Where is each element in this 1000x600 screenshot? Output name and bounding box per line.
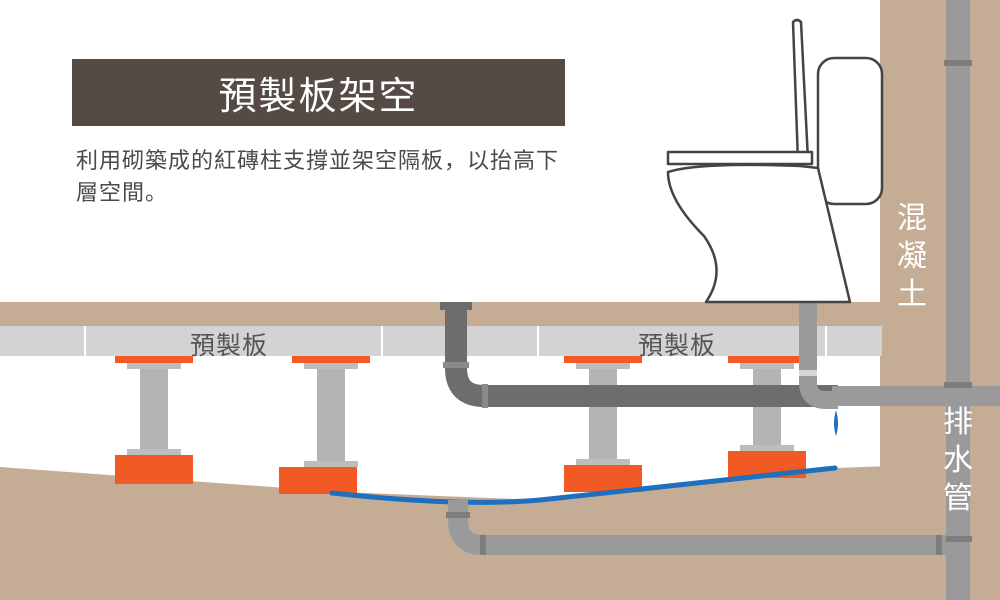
concrete-label: 混 凝 土 — [892, 200, 932, 314]
drain-pipe-label-char-1: 排 — [943, 405, 973, 440]
drain-pipe-label: 排 水 管 — [938, 404, 978, 518]
toilet-icon — [666, 18, 884, 304]
support-column-3 — [564, 356, 642, 492]
support-column-4 — [728, 356, 806, 478]
precast-slab — [0, 326, 882, 356]
slab-label-right: 預製板 — [638, 331, 717, 360]
concrete-label-char-1: 混 — [897, 201, 927, 236]
concrete-label-char-2: 凝 — [897, 239, 927, 274]
concrete-label-char-3: 土 — [897, 277, 927, 312]
drain-pipe-label-char-3: 管 — [943, 481, 973, 516]
support-column-2 — [279, 356, 370, 494]
drain-pipes — [440, 0, 1000, 600]
title-banner: 預製板架空 — [72, 59, 565, 126]
drain-pipe-label-char-2: 水 — [943, 443, 973, 478]
slab-joints — [84, 326, 827, 356]
water-drip — [834, 410, 838, 436]
description-text: 利用砌築成的紅磚柱支撐並架空隔板，以抬高下層空間。 — [76, 149, 560, 206]
ground — [0, 462, 1000, 600]
support-column-1 — [115, 356, 193, 484]
slab-label-left: 預製板 — [190, 331, 269, 360]
